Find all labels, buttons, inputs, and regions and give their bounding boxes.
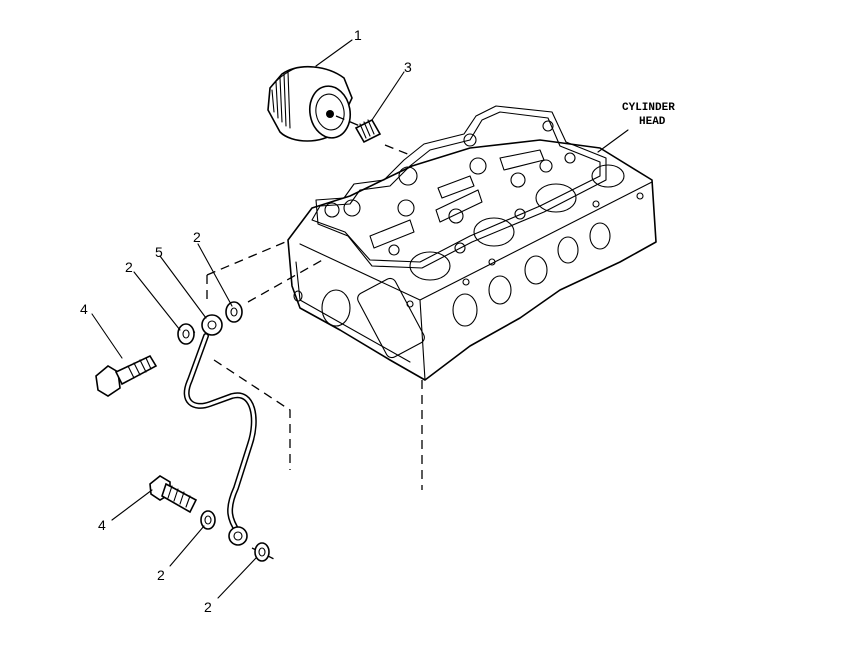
- cylinder-head: [287, 105, 657, 381]
- leader-lines: [91, 39, 629, 599]
- callout-4-bolt-lower: 4: [98, 517, 106, 533]
- callouts: 1 3 2 5 2 4 4 2 2 CYLINDER HEAD: [80, 27, 675, 615]
- callout-5-pipe: 5: [155, 244, 163, 260]
- bolt-upper: [95, 354, 158, 397]
- oil-filter: [267, 65, 361, 142]
- callout-1-filter: 1: [354, 27, 362, 43]
- callout-2-washer-c: 2: [157, 567, 165, 583]
- bolt-lower: [149, 475, 198, 514]
- washers: [177, 301, 270, 562]
- cylinder-head-label-line1: CYLINDER: [622, 102, 675, 114]
- callout-2-washer-b: 2: [193, 229, 201, 245]
- callout-2-washer-d: 2: [204, 599, 212, 615]
- callout-3-fitting: 3: [404, 59, 412, 75]
- callout-2-washer-a: 2: [125, 259, 133, 275]
- oil-pipe: [183, 314, 257, 546]
- cylinder-head-label-line2: HEAD: [639, 116, 666, 128]
- fitting: [354, 118, 382, 144]
- callout-4-bolt-upper: 4: [80, 301, 88, 317]
